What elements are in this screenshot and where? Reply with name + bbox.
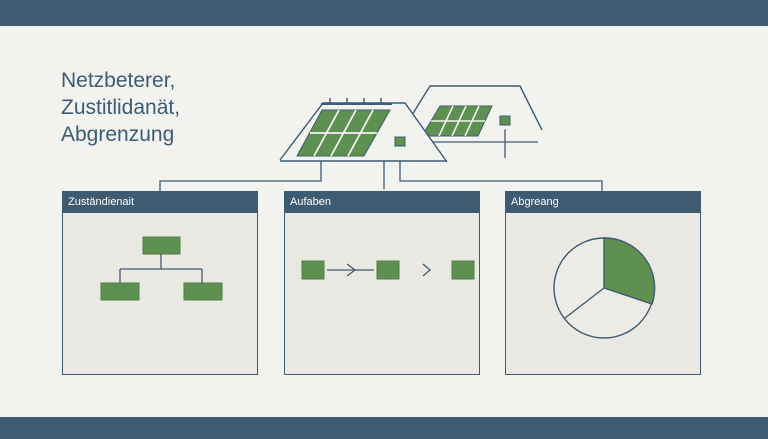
title-line-2: Zustitlidanät, xyxy=(61,96,181,119)
process-flow-icon xyxy=(301,260,475,280)
front-house-icon xyxy=(279,98,448,163)
bottom-banner xyxy=(0,417,768,439)
panel-header: Zuständienait xyxy=(63,192,257,213)
title-line-3: Abgrenzung xyxy=(61,123,175,146)
pie-chart-icon xyxy=(553,237,656,339)
panel-abgrenzung: Abgreang xyxy=(505,191,701,375)
panel-zustaendigkeit: Zuständienait xyxy=(62,191,258,375)
page-title: Netzbeterer, Zustitlidanät, Abgrenzung xyxy=(61,67,291,148)
hierarchy-icon xyxy=(100,236,223,301)
top-banner xyxy=(0,0,768,26)
panel-aufgaben: Aufaben xyxy=(284,191,480,375)
title-line-1: Netzbeterer, xyxy=(61,69,176,92)
panel-header: Abgreang xyxy=(506,192,700,213)
panel-header: Aufaben xyxy=(285,192,479,213)
